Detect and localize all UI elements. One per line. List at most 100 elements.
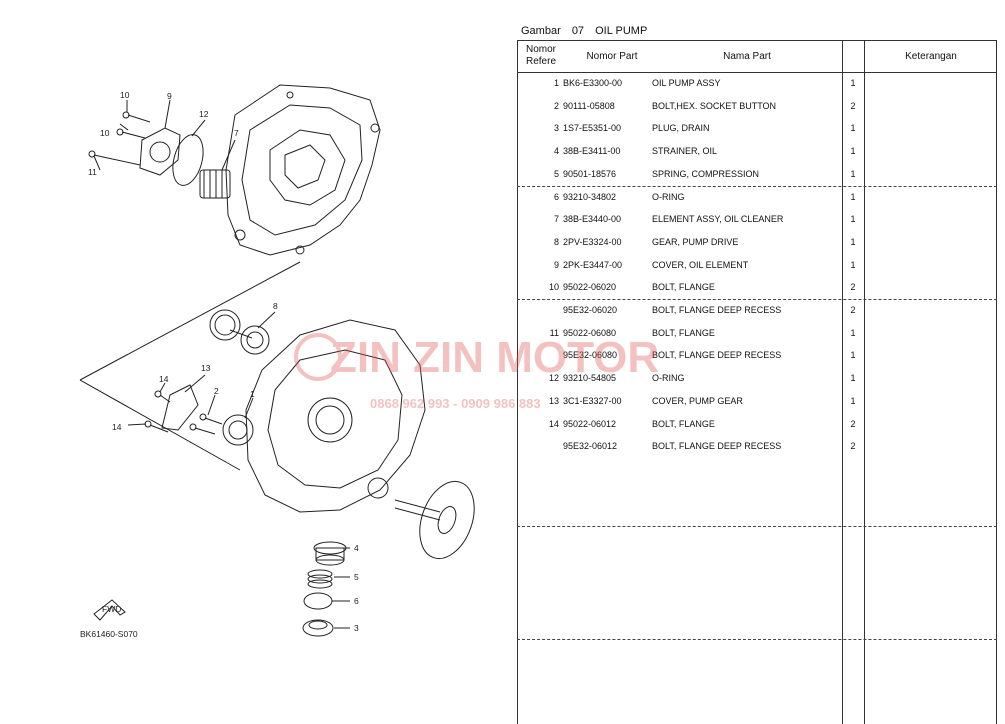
table-row: 5 90501-18576 SPRING, COMPRESSION 1	[517, 169, 997, 191]
quantity-cell: 1	[850, 236, 856, 247]
quantity-cell: 1	[850, 327, 856, 338]
part-name-cell: BOLT, FLANGE	[652, 418, 715, 429]
part-name-cell: BOLT, FLANGE DEEP RECESS	[652, 305, 782, 315]
part-number-cell: 95E32-06012	[563, 441, 618, 452]
quantity-cell: 1	[850, 123, 856, 134]
quantity-cell: 1	[850, 373, 856, 384]
gambar-number: 07	[571, 25, 585, 37]
ref-cell: 6	[553, 191, 559, 202]
part-name-cell: GEAR, PUMP DRIVE	[652, 236, 739, 247]
callout: 5	[354, 572, 359, 582]
part-name-cell: SPRING, COMPRESSION	[652, 168, 760, 179]
part-name-cell: BOLT, FLANGE	[652, 327, 715, 338]
ref-cell: 2	[553, 100, 559, 111]
part-name-cell: OIL PUMP ASSY	[652, 78, 721, 88]
part-name-cell: STRAINER, OIL	[652, 146, 718, 157]
ref-cell: 10	[548, 282, 559, 293]
part-number-cell: BK6-E3300-00	[563, 78, 623, 88]
table-row: 10 95022-06020 BOLT, FLANGE 2	[517, 282, 997, 304]
callout: 9	[167, 91, 172, 101]
quantity-cell: 2	[850, 418, 856, 429]
table-row: 3 1S7-E5351-00 PLUG, DRAIN 1	[517, 123, 997, 145]
part-name-cell: PLUG, DRAIN	[652, 123, 710, 134]
part-number-cell: 95022-06080	[563, 327, 617, 338]
quantity-cell: 2	[850, 282, 856, 293]
part-number-cell: 38B-E3411-00	[563, 146, 621, 157]
part-name-cell: COVER, PUMP GEAR	[652, 395, 743, 406]
quantity-cell: 2	[850, 305, 856, 315]
callout: 2	[214, 386, 219, 396]
col-header-nomor-part: Nomor Part	[586, 51, 638, 62]
figure-header: Gambar 07 OIL PUMP	[521, 25, 655, 37]
callout: 10	[100, 128, 110, 138]
exploded-parts-diagram: FWD BK61460-S070 10 9 12 7 10 11 8 13 14…	[79, 84, 475, 639]
part-name-cell: COVER, OIL ELEMENT	[652, 259, 749, 270]
parts-table: Nomor Refere Nomor Part Nama Part Ketera…	[517, 40, 997, 724]
ref-cell: 5	[553, 168, 559, 179]
part-name-cell: O-RING	[652, 191, 685, 202]
callout: 13	[201, 363, 211, 373]
ref-cell: 4	[553, 146, 559, 157]
callout: 7	[234, 128, 239, 138]
table-row: 6 93210-34802 O-RING 1	[517, 192, 997, 214]
ref-cell: 11	[549, 327, 559, 338]
table-row: 4 38B-E3411-00 STRAINER, OIL 1	[517, 146, 997, 168]
part-number-cell: 1S7-E5351-00	[563, 123, 622, 134]
ref-cell: 1	[553, 78, 559, 88]
quantity-cell: 1	[850, 350, 856, 361]
fwd-label: FWD	[102, 604, 121, 614]
quantity-cell: 1	[850, 191, 856, 202]
callout: 12	[199, 109, 209, 119]
figure-title: OIL PUMP	[595, 25, 648, 37]
part-number-cell: 95022-06012	[563, 418, 617, 429]
callout: 14	[112, 422, 122, 432]
table-row: 9 2PK-E3447-00 COVER, OIL ELEMENT 1	[517, 260, 997, 282]
quantity-cell: 1	[850, 168, 856, 179]
part-number-cell: 3C1-E3327-00	[563, 395, 622, 406]
ref-cell: 7	[553, 214, 559, 225]
part-number-cell: 95022-06020	[563, 282, 617, 293]
ref-cell: 13	[548, 395, 559, 406]
table-row: 13 3C1-E3327-00 COVER, PUMP GEAR 1	[517, 396, 997, 418]
col-header-keterangan: Keterangan	[905, 51, 957, 62]
callout: 11	[88, 167, 97, 177]
part-number-cell: 90111-05808	[563, 100, 615, 111]
part-number-cell: 90501-18576	[563, 168, 617, 179]
table-row: 95E32-06020 BOLT, FLANGE DEEP RECESS 2	[517, 305, 997, 327]
quantity-cell: 1	[850, 214, 856, 225]
callout: 3	[354, 623, 359, 633]
table-row: 14 95022-06012 BOLT, FLANGE 2	[517, 419, 997, 441]
diagram-code: BK61460-S070	[80, 629, 138, 639]
table-row: 11 95022-06080 BOLT, FLANGE 1	[517, 328, 997, 350]
ref-cell: 9	[553, 259, 559, 270]
part-number-cell: 2PK-E3447-00	[563, 259, 623, 270]
col-header-nama-part: Nama Part	[723, 51, 771, 62]
part-number-cell: 93210-54805	[563, 373, 617, 384]
quantity-cell: 1	[850, 259, 856, 270]
callout: 14	[159, 374, 169, 384]
part-number-cell: 38B-E3440-00	[563, 214, 622, 225]
ref-cell: 3	[553, 123, 559, 134]
ref-cell: 8	[553, 236, 559, 247]
quantity-cell: 1	[850, 395, 856, 406]
col-header-nomor-refere: Nomor Refere	[525, 44, 556, 67]
callout: 6	[354, 596, 359, 606]
quantity-cell: 1	[850, 146, 856, 157]
gambar-label: Gambar	[521, 25, 561, 37]
table-row: 2 90111-05808 BOLT,HEX. SOCKET BUTTON 2	[517, 101, 997, 123]
part-name-cell: O-RING	[652, 373, 685, 384]
part-number-cell: 93210-34802	[563, 191, 617, 202]
part-name-cell: BOLT, FLANGE DEEP RECESS	[652, 350, 782, 361]
part-number-cell: 95E32-06020	[563, 305, 618, 315]
part-name-cell: BOLT,HEX. SOCKET BUTTON	[652, 100, 777, 111]
callout: 8	[273, 301, 278, 311]
quantity-cell: 2	[850, 100, 856, 111]
part-name-cell: BOLT, FLANGE DEEP RECESS	[652, 441, 782, 452]
ref-cell: 14	[548, 418, 559, 429]
part-name-cell: BOLT, FLANGE	[652, 282, 715, 293]
